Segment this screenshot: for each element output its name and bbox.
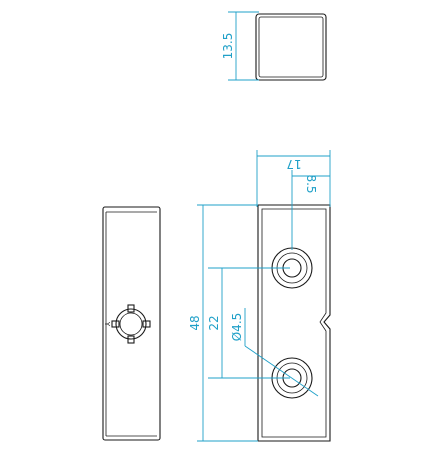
dim-22-label: 22 — [207, 315, 221, 330]
dia-leader-line — [244, 345, 319, 397]
dim-13-5-label: 13.5 — [221, 33, 235, 60]
side-view-key-top — [127, 304, 135, 313]
side-view-hole-outer — [115, 308, 147, 340]
top-view-outer — [255, 13, 327, 81]
side-view: Y — [102, 206, 161, 441]
front-view-inner — [261, 208, 327, 438]
side-view-key-right — [142, 320, 151, 328]
top-view: 13.5 — [221, 11, 327, 81]
dim-48-label: 48 — [188, 315, 202, 330]
side-view-key-left — [111, 320, 120, 328]
front-view: 17 8.5 48 22 Ø4.5 — [188, 150, 331, 442]
dim-8-5-label: 8.5 — [304, 174, 318, 193]
side-view-mark: Y — [103, 321, 111, 327]
side-view-outer — [102, 206, 161, 441]
front-view-outer — [257, 204, 331, 442]
dim-17-label: 17 — [286, 157, 301, 171]
side-view-hole-inner — [119, 312, 143, 336]
side-view-key-bottom — [127, 335, 135, 344]
dia-4-5-label: Ø4.5 — [230, 313, 244, 342]
top-view-inner — [258, 16, 324, 78]
